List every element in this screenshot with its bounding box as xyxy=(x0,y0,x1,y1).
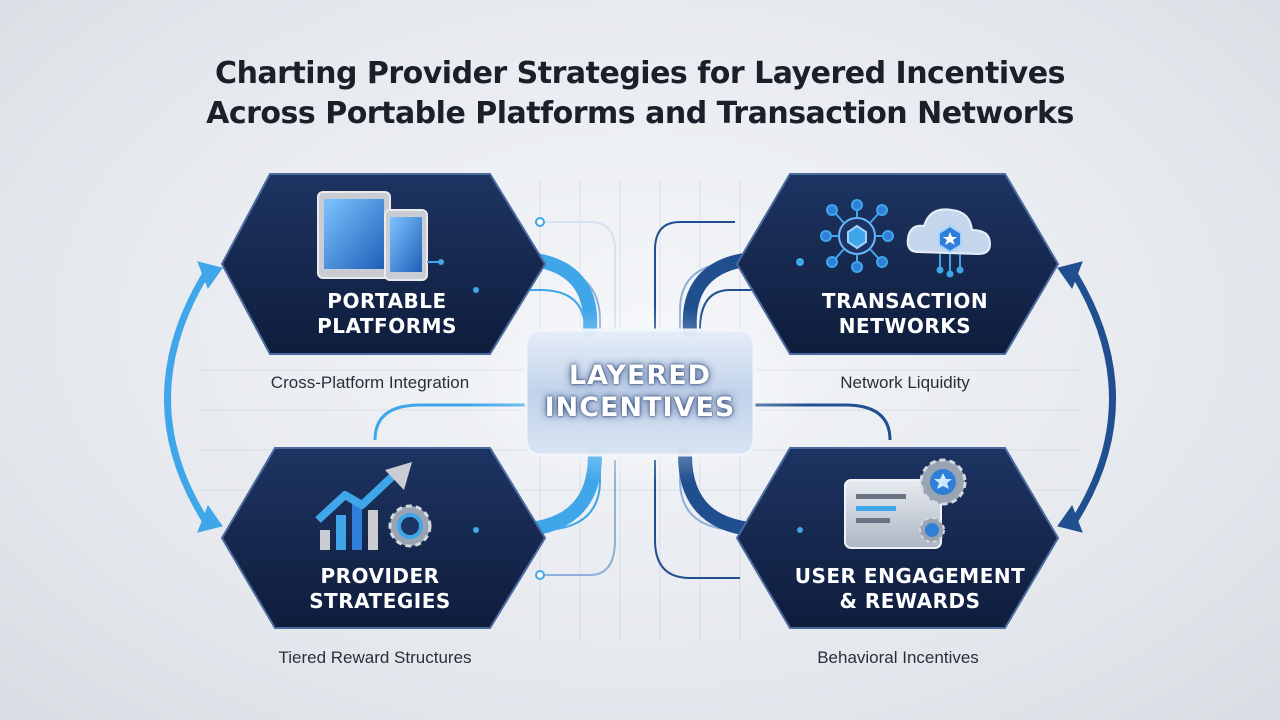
node-line-1: PORTABLE xyxy=(327,289,447,313)
node-label-user-engagement: USER ENGAGEMENT & REWARDS xyxy=(760,564,1060,614)
node-label-transaction-networks: TRANSACTION NETWORKS xyxy=(770,289,1040,339)
node-label-provider-strategies: PROVIDER STRATEGIES xyxy=(255,564,505,614)
node-line-1: USER ENGAGEMENT xyxy=(794,564,1026,588)
center-glass-box xyxy=(524,328,756,457)
hex-transaction-networks xyxy=(735,173,1060,355)
node-line-1: TRANSACTION xyxy=(821,289,989,313)
node-label-portable-platforms: PORTABLE PLATFORMS xyxy=(262,289,512,339)
caption-cross-platform-integration: Cross-Platform Integration xyxy=(270,373,470,392)
node-line-2: & REWARDS xyxy=(839,589,981,613)
center-label-line-2: INCENTIVES xyxy=(544,392,736,423)
title-line-2: Across Portable Platforms and Transactio… xyxy=(206,96,1074,131)
caption-network-liquidity: Network Liquidity xyxy=(840,373,970,392)
diagram-title: Charting Provider Strategies for Layered… xyxy=(0,54,1280,134)
reward-card-icon xyxy=(797,458,967,549)
center-label: LAYERED INCENTIVES xyxy=(526,360,754,424)
node-line-2: STRATEGIES xyxy=(309,589,451,613)
network-cloud-icon xyxy=(796,199,992,278)
growth-chart-gear-icon xyxy=(315,462,479,550)
title-line-1: Charting Provider Strategies for Layered… xyxy=(215,56,1065,91)
node-line-1: PROVIDER xyxy=(320,564,440,588)
hex-provider-strategies xyxy=(220,447,547,629)
tablet-phone-icon xyxy=(317,191,479,293)
caption-tiered-reward-structures: Tiered Reward Structures xyxy=(278,648,472,667)
node-line-2: PLATFORMS xyxy=(317,314,457,338)
caption-behavioral-incentives: Behavioral Incentives xyxy=(817,648,979,667)
center-label-line-1: LAYERED xyxy=(568,360,712,391)
node-line-2: NETWORKS xyxy=(838,314,972,338)
